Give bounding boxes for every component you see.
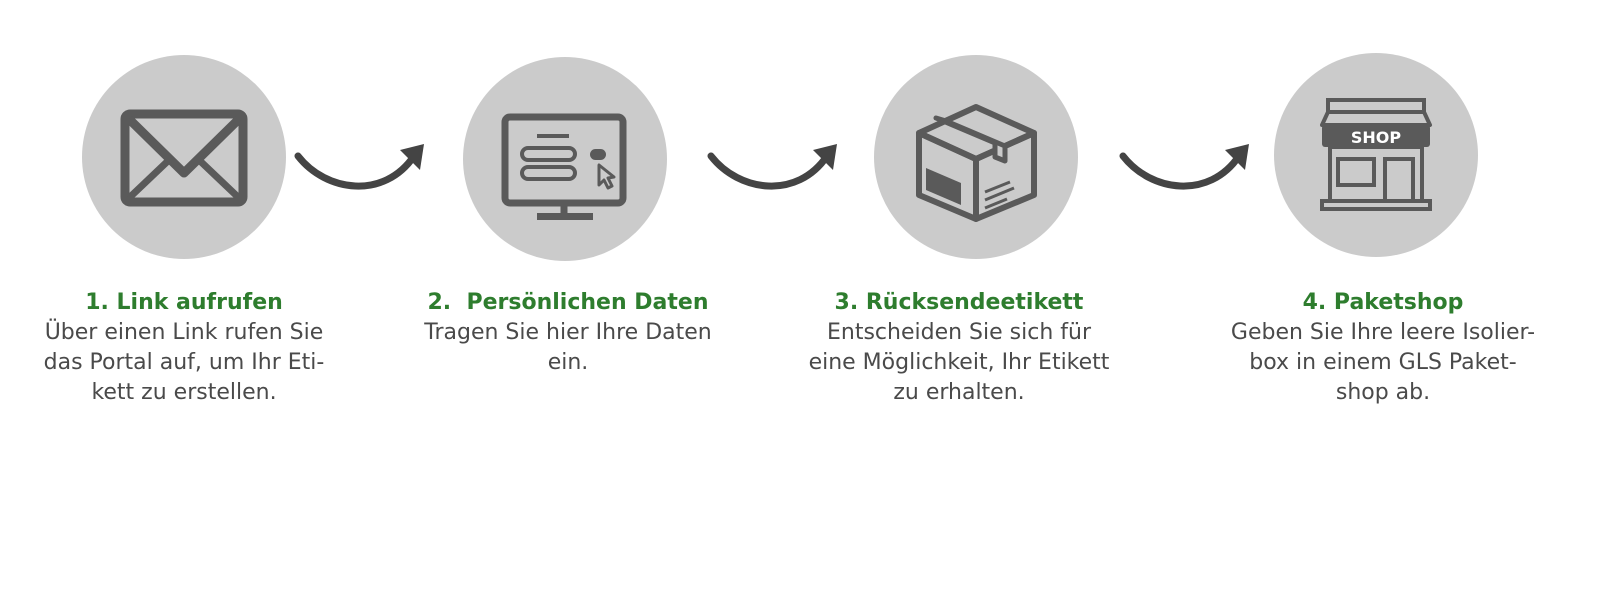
- arrow-right-icon: [1119, 144, 1249, 190]
- arrow-right-icon: [294, 144, 424, 190]
- step-title: 4. Paketshop: [1302, 290, 1464, 315]
- shop-icon: SHOP: [1320, 98, 1432, 211]
- step-title: 2. Persönlichen Daten: [427, 290, 709, 315]
- step-title: 3. Rücksendeetikett: [834, 290, 1084, 315]
- arrow-right-icon: [707, 144, 837, 190]
- step-2-text: 2. Persönlichen Daten Tragen Sie hier Ih…: [408, 288, 728, 378]
- step-description: Tragen Sie hier Ihre Daten ein.: [424, 320, 712, 375]
- package-box-icon: [916, 104, 1037, 222]
- step-2-circle: [463, 57, 667, 261]
- step-1-text: 1. Link aufrufen Über einen Link rufen S…: [24, 288, 344, 408]
- envelope-icon: [120, 109, 248, 207]
- monitor-form-icon: [501, 113, 627, 220]
- step-description: Entscheiden Sie sich für eine Möglichkei…: [808, 320, 1110, 405]
- step-3-text: 3. Rücksendeetikett Entscheiden Sie sich…: [799, 288, 1119, 408]
- step-title: 1. Link aufrufen: [85, 290, 283, 315]
- step-description: Geben Sie Ihre leere Isolier- box in ein…: [1230, 320, 1536, 405]
- step-1-circle: [82, 55, 286, 259]
- step-description: Über einen Link rufen Sie das Portal auf…: [43, 320, 325, 405]
- step-4-text: 4. Paketshop Geben Sie Ihre leere Isolie…: [1223, 288, 1543, 408]
- step-4-circle: SHOP: [1274, 53, 1478, 257]
- shop-sign-label: SHOP: [1351, 128, 1402, 147]
- step-3-circle: [874, 55, 1078, 259]
